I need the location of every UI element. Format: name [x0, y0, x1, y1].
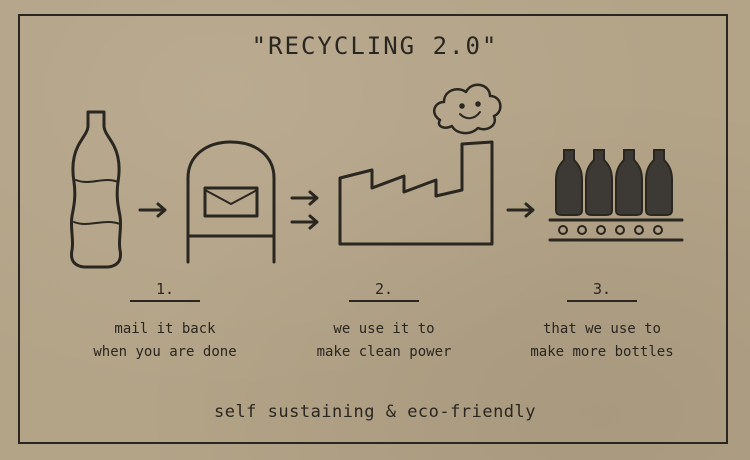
card-border — [18, 14, 728, 444]
step-3-number: 3. — [592, 280, 612, 298]
bottle-icon — [69, 110, 123, 269]
step-1-caption: mail it back when you are done — [65, 318, 265, 364]
step-1-caption-line1: mail it back — [114, 321, 216, 337]
smiling-cloud-icon — [432, 83, 502, 135]
step-3-caption: that we use to make more bottles — [502, 318, 702, 364]
footer-tagline: self sustaining & eco-friendly — [213, 402, 537, 422]
arrow-icon — [138, 202, 167, 218]
step-2-caption: we use it to make clean power — [284, 318, 484, 364]
step-1-underline — [130, 300, 200, 302]
mailbox-icon — [186, 140, 276, 264]
factory-icon — [338, 140, 494, 246]
step-1-number: 1. — [155, 280, 175, 298]
step-2-caption-line1: we use it to — [333, 321, 435, 337]
step-3-underline — [567, 300, 637, 302]
step-1-caption-line2: when you are done — [93, 344, 237, 360]
diagram-title: "RECYCLING 2.0" — [251, 32, 499, 60]
conveyor-bottles-icon — [548, 218, 684, 242]
arrow-icon — [506, 202, 535, 218]
step-2-caption-line2: make clean power — [316, 344, 452, 360]
step-3-caption-line2: make more bottles — [530, 344, 674, 360]
step-2-underline — [349, 300, 419, 302]
step-2-number: 2. — [374, 280, 394, 298]
arrow-icon — [290, 190, 319, 230]
step-3-caption-line1: that we use to — [542, 321, 661, 337]
